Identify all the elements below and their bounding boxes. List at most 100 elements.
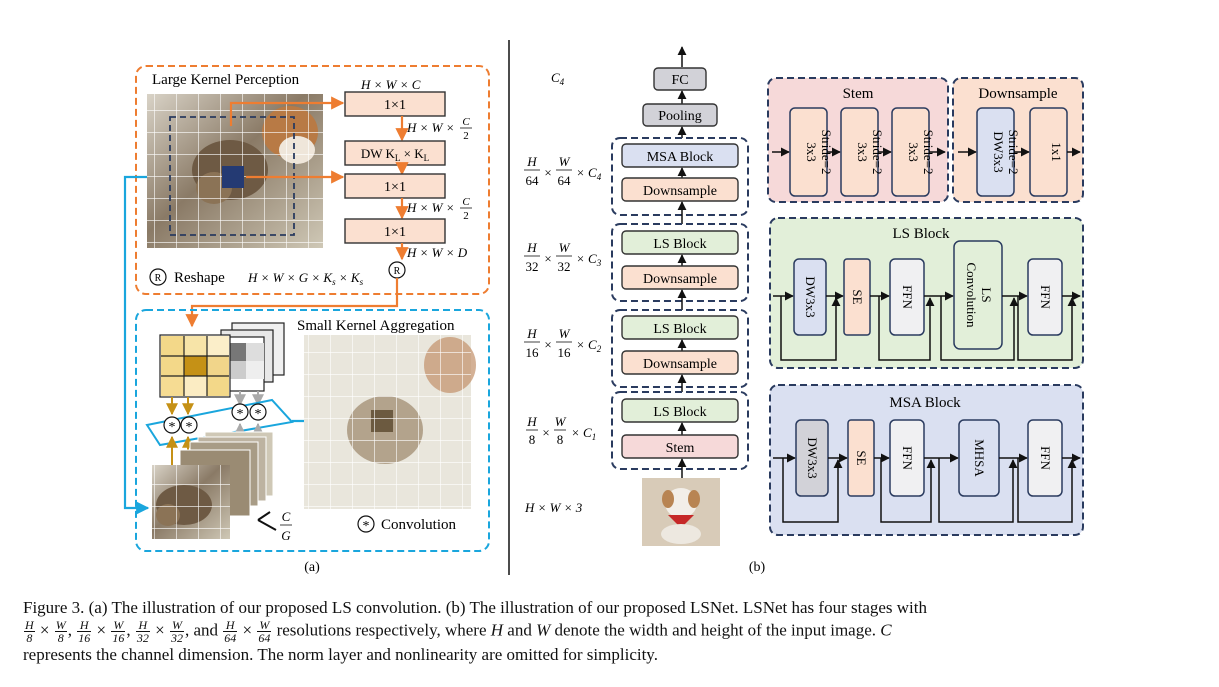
fc-box <box>653 67 707 91</box>
svg-text:FFN: FFN <box>900 285 915 309</box>
svg-text:H: H <box>526 414 537 429</box>
dim-stage2: H 16 × W 16 × C2 <box>524 326 602 360</box>
svg-text:W: W <box>559 240 571 255</box>
conv-label: Convolution <box>381 517 457 533</box>
svg-text:×: × <box>544 337 551 352</box>
downsample-box-4 <box>621 177 739 202</box>
svg-text:Stride=2: Stride=2 <box>921 130 936 175</box>
svg-text:FFN: FFN <box>1038 285 1053 309</box>
reshape-legend-symbol: R <box>155 273 162 284</box>
frac-c-1: C <box>462 116 470 128</box>
svg-text:*: * <box>255 407 262 422</box>
svg-text:FFN: FFN <box>900 446 915 470</box>
svg-text:×: × <box>544 165 551 180</box>
frac-2-1: 2 <box>463 130 469 142</box>
frac-c-g-num: C <box>282 509 291 524</box>
ls-panel-title: LS Block <box>892 226 950 242</box>
svg-text:DW3x3: DW3x3 <box>803 276 818 317</box>
input-dims: H × W × 3 <box>524 500 583 515</box>
svg-text:64: 64 <box>558 173 572 188</box>
svg-text:16: 16 <box>558 345 572 360</box>
reshape-dims: H × W × G × Ks × Ks <box>247 270 364 287</box>
svg-text:LS: LS <box>979 287 994 302</box>
downsample-box-2 <box>621 350 739 375</box>
panel-b: C4 H 64 × W 64 × C4 H 32 × W 32 × C3 H 1… <box>524 46 1084 575</box>
stem-detail: Stem 3x3 Stride=2 3x3 Stride=2 3x3 Strid… <box>767 77 949 203</box>
ska-title: Small Kernel Aggregation <box>297 318 455 334</box>
conv1x1-box-1 <box>344 91 446 117</box>
dw-conv-box <box>344 140 446 166</box>
fc-label: FC <box>671 73 688 88</box>
svg-text:H: H <box>526 240 537 255</box>
dim-hwc: H × W × C <box>360 77 421 92</box>
svg-text:Convolution: Convolution <box>964 262 979 328</box>
stage1-box <box>611 391 749 470</box>
conv1x1-box-3 <box>344 218 446 244</box>
stem-box <box>621 434 739 459</box>
svg-text:*: * <box>237 407 244 422</box>
msa-block-detail: MSA Block DW3x3 SE FFN MHSA FFN <box>769 384 1084 536</box>
msa-block-box <box>621 143 739 168</box>
stage4-box <box>611 137 749 216</box>
ls-block-box-2 <box>621 315 739 340</box>
downsample-detail: Downsample DW3x3 Stride=2 1x1 <box>952 77 1084 203</box>
conv1x1-label-2: 1×1 <box>384 180 406 195</box>
svg-text:FFN: FFN <box>1038 446 1053 470</box>
svg-text:3x3: 3x3 <box>804 142 819 162</box>
svg-text:MHSA: MHSA <box>972 439 987 477</box>
svg-text:32: 32 <box>526 259 539 274</box>
panel-b-label: (b) <box>749 560 766 575</box>
convolution-legend-icon <box>357 515 375 533</box>
dim-hw-c2-1: H × W × <box>406 120 455 135</box>
frac-c-2: C <box>462 196 470 208</box>
reshape-label: Reshape <box>174 270 225 286</box>
lkp-box <box>135 65 490 295</box>
downsample-label-2: Downsample <box>643 357 717 372</box>
svg-text:H: H <box>526 154 537 169</box>
result-photo <box>304 335 476 509</box>
svg-text:W: W <box>559 154 571 169</box>
convolution-circle-icon: * * * * <box>163 403 267 435</box>
svg-text:SE: SE <box>854 450 869 465</box>
svg-text:W: W <box>555 414 567 429</box>
svg-text:8: 8 <box>557 432 564 447</box>
conv1x1-label-1: 1×1 <box>384 98 406 113</box>
stage3-box <box>611 223 749 302</box>
dw-conv-label: DW KL × KL <box>361 146 429 163</box>
dim-stage1: H 8 × W 8 × C1 <box>526 414 596 447</box>
svg-text:8: 8 <box>529 432 536 447</box>
svg-text:32: 32 <box>558 259 571 274</box>
svg-text:× C3: × C3 <box>576 251 602 268</box>
dim-stage3: H 32 × W 32 × C3 <box>524 240 602 274</box>
svg-text:1x1: 1x1 <box>1049 142 1064 162</box>
frac-2-2: 2 <box>463 210 469 222</box>
pooling-label: Pooling <box>658 109 702 124</box>
downsample-panel-title: Downsample <box>978 86 1057 102</box>
svg-text:3x3: 3x3 <box>906 142 921 162</box>
svg-text:16: 16 <box>526 345 540 360</box>
msa-block-label: MSA Block <box>647 150 714 165</box>
panel-a-label: (a) <box>304 560 320 575</box>
stage2-box <box>611 309 749 388</box>
downsample-box-3 <box>621 265 739 290</box>
caption-line-1: Figure 3. (a) The illustration of our pr… <box>23 598 928 617</box>
kernel-grid-gold <box>159 334 231 398</box>
downsample-label-4: Downsample <box>643 184 717 199</box>
panel-a: Large Kernel Perception H × W × C 1×1 H … <box>123 65 490 575</box>
svg-text:H: H <box>526 326 537 341</box>
ls-block-detail: LS Block DW3x3 SE FFN LS Convolution FFN <box>769 217 1084 369</box>
dim-hw-c2-2: H × W × <box>406 200 455 215</box>
ls-block-box-1 <box>621 398 739 423</box>
svg-text:DW3x3: DW3x3 <box>805 437 820 478</box>
svg-text:64: 64 <box>526 173 540 188</box>
downsample-label-3: Downsample <box>643 272 717 287</box>
svg-text:SE: SE <box>850 289 865 304</box>
msa-panel-title: MSA Block <box>889 395 961 411</box>
svg-text:Stride=2: Stride=2 <box>819 130 834 175</box>
ls-block-label-1: LS Block <box>653 405 706 420</box>
dim-stage4: H 64 × W 64 × C4 <box>524 154 602 188</box>
frac-c-g-den: G <box>281 528 291 543</box>
conv1x1-box-2 <box>344 173 446 199</box>
